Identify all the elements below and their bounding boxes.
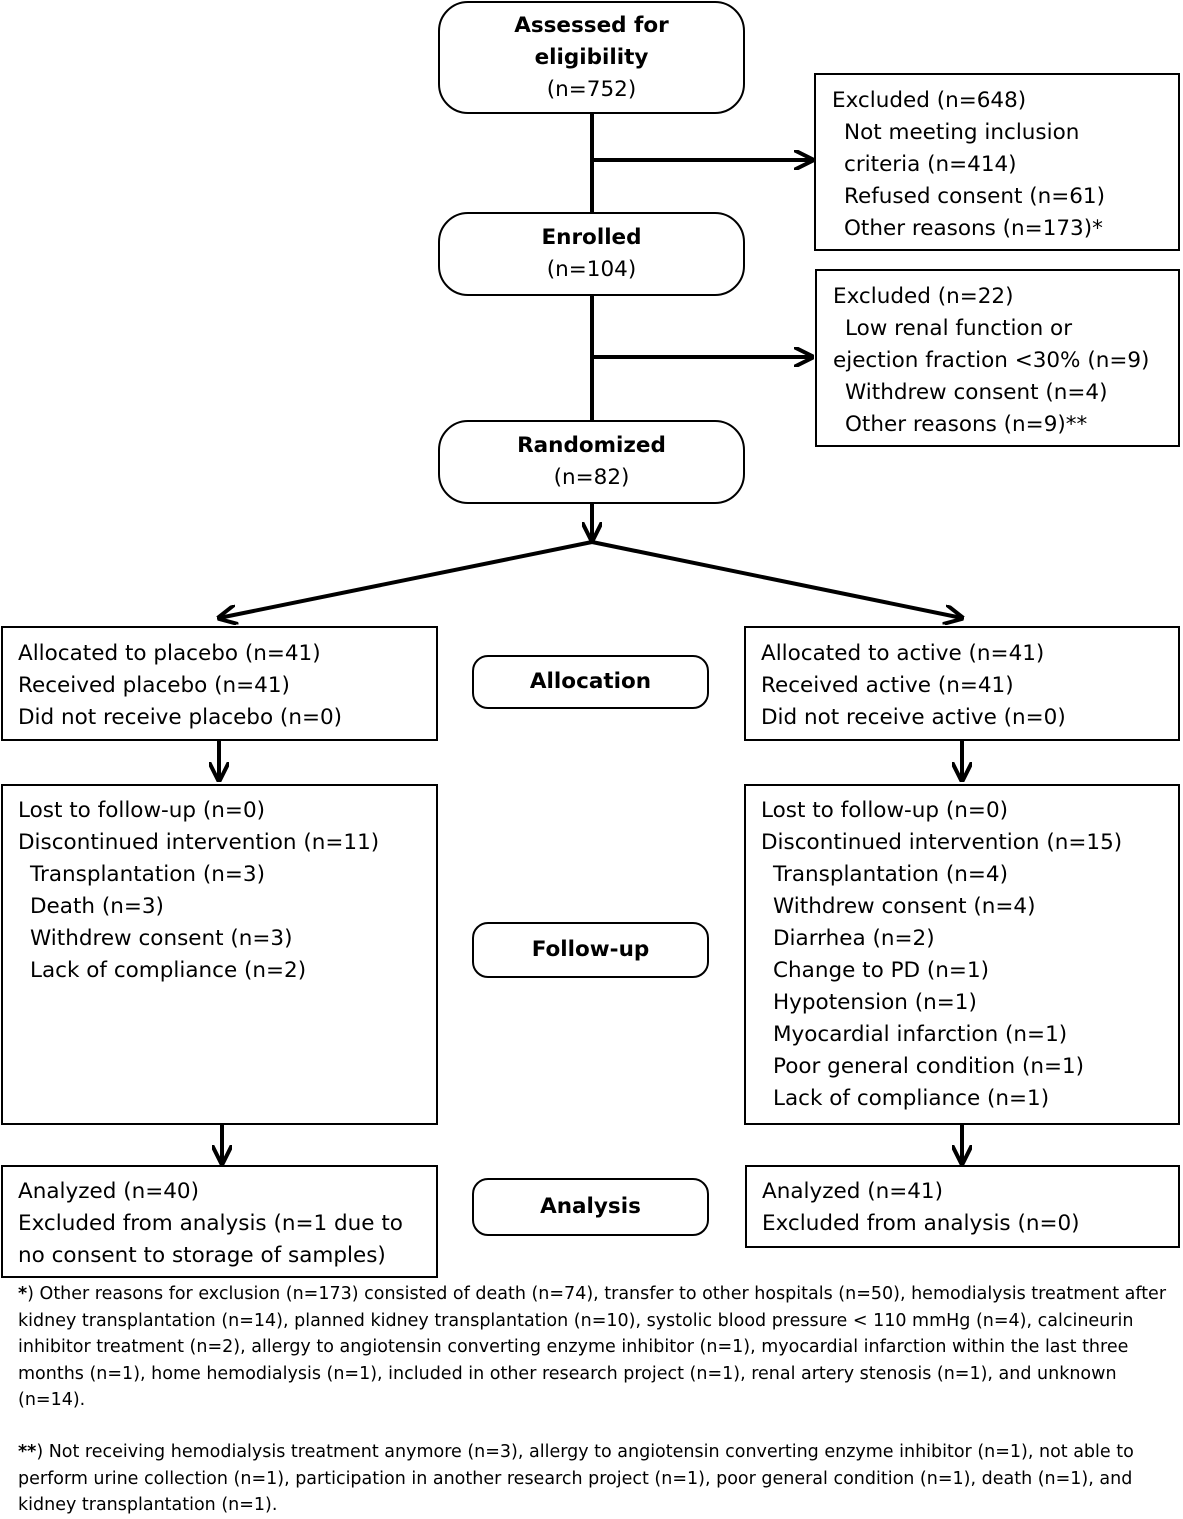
placebo-analysis-line: Analyzed (n=40) xyxy=(18,1179,199,1204)
footnote-2-marker: ** xyxy=(18,1442,37,1462)
active-allocation-line: Did not receive active (n=0) xyxy=(761,705,1066,730)
active-reason: Change to PD (n=1) xyxy=(773,958,990,983)
active-analysis-line: Excluded from analysis (n=0) xyxy=(762,1211,1080,1236)
active-reason: Diarrhea (n=2) xyxy=(773,926,935,951)
excluded1-header: Excluded (n=648) xyxy=(832,88,1027,113)
assessed-title-line2: eligibility xyxy=(534,44,649,70)
excluded1-item: Not meeting inclusion xyxy=(844,120,1080,145)
stage-followup: Follow-up xyxy=(472,922,709,978)
arrow-to-active xyxy=(591,540,962,618)
active-reason: Lack of compliance (n=1) xyxy=(773,1086,1050,1111)
active-allocation-box: Allocated to active (n=41) Received acti… xyxy=(744,626,1180,741)
active-reason: Hypotension (n=1) xyxy=(773,990,977,1015)
assessed-title-line1: Assessed for xyxy=(514,12,669,38)
placebo-analysis-line: Excluded from analysis (n=1 due to xyxy=(18,1211,403,1236)
footnote-2: **) Not receiving hemodialysis treatment… xyxy=(18,1439,1178,1519)
active-allocation-line: Allocated to active (n=41) xyxy=(761,641,1045,666)
stage-allocation: Allocation xyxy=(472,655,709,709)
randomized-box: Randomized (n=82) xyxy=(438,420,745,504)
active-discontinued: Discontinued intervention (n=15) xyxy=(761,830,1123,855)
placebo-allocation-line: Received placebo (n=41) xyxy=(18,673,290,698)
placebo-reason: Transplantation (n=3) xyxy=(30,862,265,887)
footnote-1-marker: * xyxy=(18,1284,28,1304)
placebo-analysis-line: no consent to storage of samples) xyxy=(18,1243,386,1268)
assessed-box: Assessed for eligibility (n=752) xyxy=(438,1,745,114)
arrow-to-placebo xyxy=(219,540,593,618)
placebo-discontinued: Discontinued intervention (n=11) xyxy=(18,830,380,855)
active-reason: Withdrew consent (n=4) xyxy=(773,894,1036,919)
placebo-reason: Withdrew consent (n=3) xyxy=(30,926,293,951)
excluded-box-2: Excluded (n=22) Low renal function or ej… xyxy=(815,269,1180,447)
enrolled-box: Enrolled (n=104) xyxy=(438,212,745,296)
assessed-count: (n=752) xyxy=(546,76,637,102)
placebo-allocation-line: Did not receive placebo (n=0) xyxy=(18,705,343,730)
stage-analysis: Analysis xyxy=(472,1178,709,1236)
placebo-lost-followup: Lost to follow-up (n=0) xyxy=(18,798,266,823)
active-allocation-line: Received active (n=41) xyxy=(761,673,1014,698)
excluded2-header: Excluded (n=22) xyxy=(833,284,1014,309)
excluded1-item: Refused consent (n=61) xyxy=(844,184,1106,209)
placebo-reason: Death (n=3) xyxy=(30,894,164,919)
active-analysis-box: Analyzed (n=41) Excluded from analysis (… xyxy=(745,1165,1180,1248)
active-reason: Poor general condition (n=1) xyxy=(773,1054,1085,1079)
placebo-followup-box: Lost to follow-up (n=0) Discontinued int… xyxy=(1,784,438,1125)
active-followup-box: Lost to follow-up (n=0) Discontinued int… xyxy=(744,784,1180,1125)
excluded1-item: criteria (n=414) xyxy=(844,152,1017,177)
randomized-title: Randomized xyxy=(517,433,666,458)
footnote-2-text: ) Not receiving hemodialysis treatment a… xyxy=(18,1442,1134,1515)
enrolled-count: (n=104) xyxy=(546,257,637,282)
excluded2-item: Low renal function or xyxy=(845,316,1073,341)
enrolled-title: Enrolled xyxy=(541,225,642,250)
randomized-count: (n=82) xyxy=(553,465,630,490)
placebo-allocation-line: Allocated to placebo (n=41) xyxy=(18,641,321,666)
excluded2-item: ejection fraction <30% (n=9) xyxy=(833,348,1150,373)
excluded2-item: Withdrew consent (n=4) xyxy=(845,380,1108,405)
active-analysis-line: Analyzed (n=41) xyxy=(762,1179,943,1204)
excluded1-item: Other reasons (n=173)* xyxy=(844,216,1103,241)
active-reason: Transplantation (n=4) xyxy=(773,862,1008,887)
active-reason: Myocardial infarction (n=1) xyxy=(773,1022,1068,1047)
active-lost-followup: Lost to follow-up (n=0) xyxy=(761,798,1009,823)
excluded2-item: Other reasons (n=9)** xyxy=(845,412,1088,437)
footnote-1: *) Other reasons for exclusion (n=173) c… xyxy=(18,1281,1178,1414)
placebo-analysis-box: Analyzed (n=40) Excluded from analysis (… xyxy=(1,1165,438,1278)
placebo-allocation-box: Allocated to placebo (n=41) Received pla… xyxy=(1,626,438,741)
footnote-1-text: ) Other reasons for exclusion (n=173) co… xyxy=(18,1284,1167,1410)
excluded-box-1: Excluded (n=648) Not meeting inclusion c… xyxy=(814,73,1180,251)
placebo-reason: Lack of compliance (n=2) xyxy=(30,958,307,983)
